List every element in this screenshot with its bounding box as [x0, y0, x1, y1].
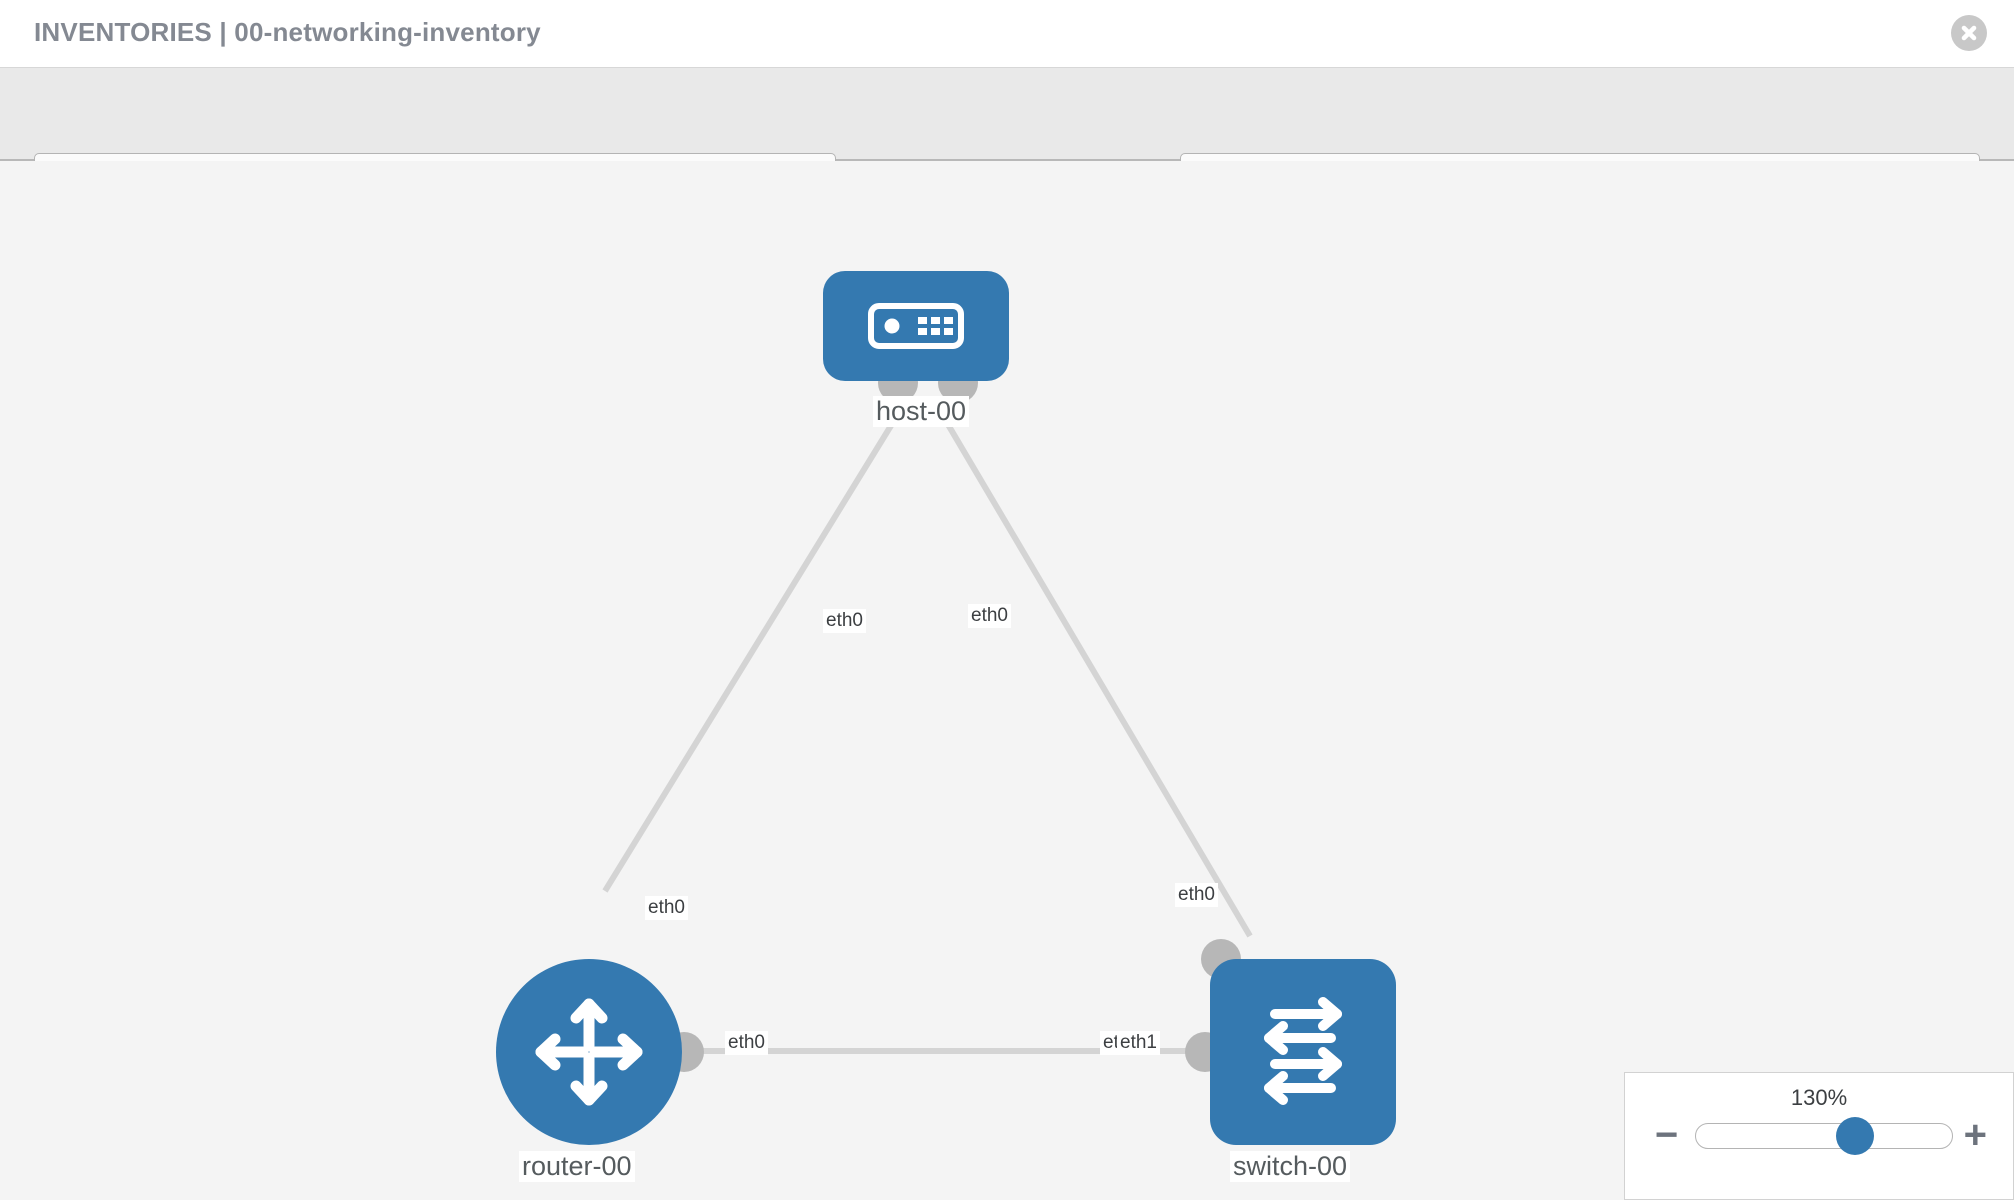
iface-label-host-left: eth0: [823, 609, 866, 633]
iface-label-router-up: eth0: [645, 896, 688, 920]
page-title: INVENTORIES | 00-networking-inventory: [34, 17, 541, 47]
zoom-level-label: 130%: [1790, 1085, 1848, 1110]
router-node-shape[interactable]: [496, 959, 682, 1145]
link-host-switch: [937, 409, 1253, 938]
topology-canvas[interactable]: host-00 router-00: [0, 161, 2014, 1200]
iface-label-switch-left-b: eth1: [1117, 1031, 1160, 1055]
node-label-host-00: host-00: [873, 396, 970, 427]
node-label-router-00: router-00: [519, 1151, 635, 1182]
zoom-slider-thumb[interactable]: [1835, 1117, 1874, 1155]
iface-label-switch-up: eth0: [1175, 883, 1218, 907]
node-label-switch-00: switch-00: [1230, 1151, 1351, 1182]
zoom-slider[interactable]: [1695, 1117, 1953, 1155]
link-host-router: [602, 409, 903, 893]
router-arrows-icon: [535, 998, 643, 1106]
page-header: INVENTORIES | 00-networking-inventory: [0, 0, 2014, 68]
iface-label-router-right: eth0: [725, 1031, 768, 1055]
switch-arrows-icon: [1264, 997, 1342, 1105]
close-icon[interactable]: [1951, 15, 1987, 51]
server-device-icon: [868, 303, 964, 349]
switch-node-shape[interactable]: [1210, 959, 1396, 1145]
zoom-out-button[interactable]: −: [1655, 1113, 1679, 1157]
zoom-in-button[interactable]: +: [1963, 1113, 1987, 1157]
host-node-shape[interactable]: [823, 271, 1009, 381]
zoom-control-panel: 130% − +: [1624, 1072, 2014, 1200]
toolbar: ACTIONS SEARCH: [0, 68, 2014, 209]
iface-label-host-right: eth0: [968, 604, 1011, 628]
